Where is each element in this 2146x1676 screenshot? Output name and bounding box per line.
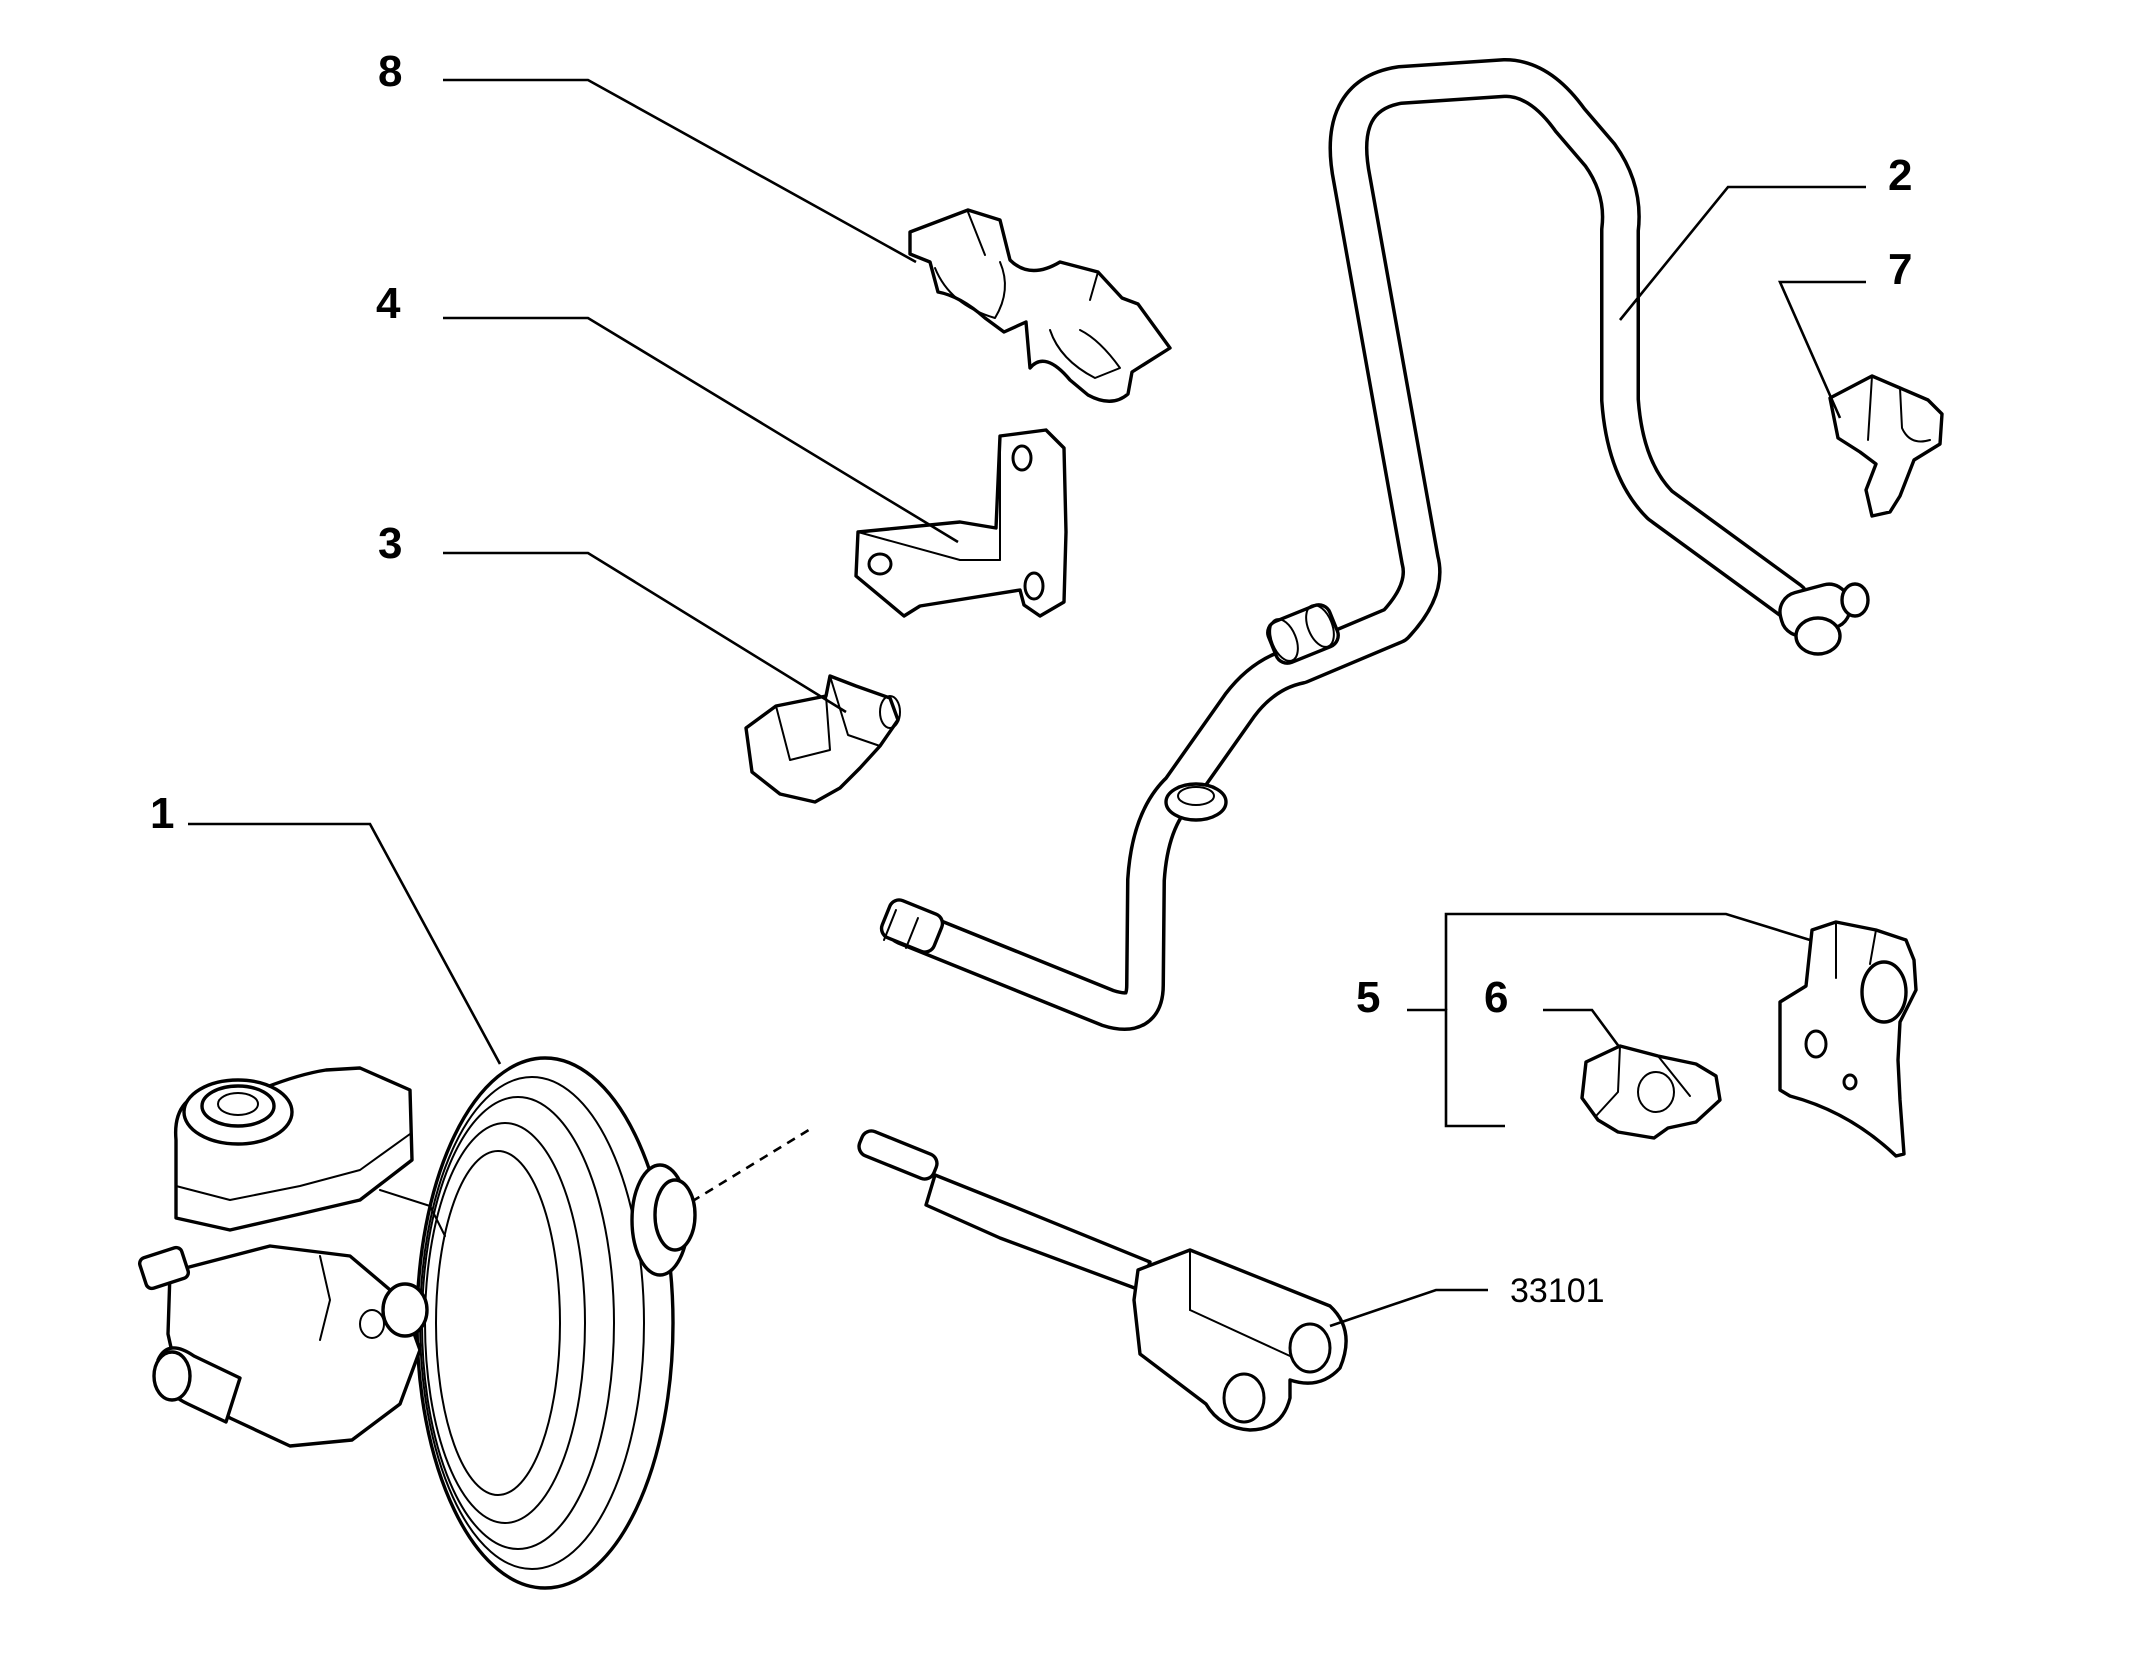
pipe-connector — [1266, 603, 1340, 665]
callout-5: 5 — [1356, 973, 1380, 1022]
drawing-code: 33101 — [1510, 1272, 1605, 1310]
pipe-clip-7 — [1828, 374, 1944, 518]
callout-3: 3 — [378, 519, 402, 568]
grommet — [1164, 782, 1228, 822]
callout-2: 2 — [1888, 151, 1912, 200]
brake-pipe — [879, 58, 1870, 1031]
pushrod-clevis — [677, 1126, 1348, 1432]
callout-6: 6 — [1484, 973, 1508, 1022]
support-bracket — [854, 428, 1068, 618]
callout-1: 1 — [150, 789, 174, 838]
pipe-clip-3 — [744, 674, 901, 804]
callout-7: 7 — [1888, 245, 1912, 294]
callout-8: 8 — [378, 47, 402, 96]
pipe-nut-left — [879, 898, 945, 954]
pipe-elbow-end — [1778, 582, 1870, 656]
double-pipe-clip — [908, 208, 1172, 403]
pipe-clip-6 — [1580, 1044, 1722, 1140]
leader-lines — [188, 78, 1866, 1328]
callout-labels: 8 4 3 1 2 7 5 6 33101 — [150, 47, 1912, 1310]
bracket-5 — [1778, 920, 1918, 1158]
brake-booster-assembly — [137, 1056, 697, 1590]
callout-4: 4 — [376, 279, 401, 328]
